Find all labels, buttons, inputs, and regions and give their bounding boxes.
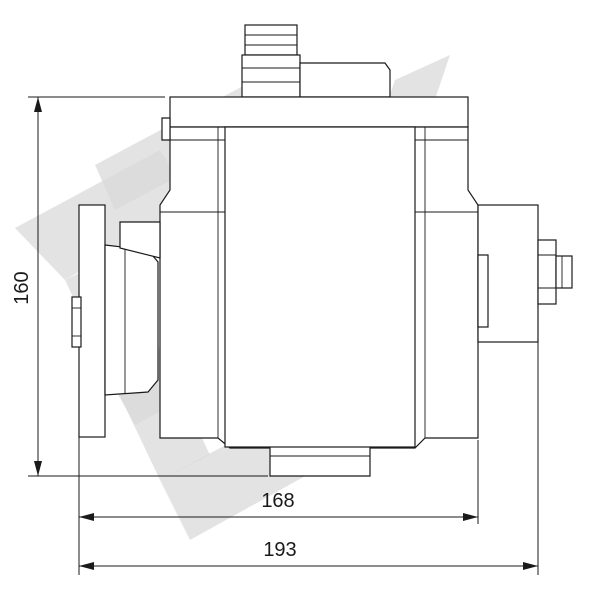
main-body (159, 117, 479, 477)
overall-width-label: 193 (263, 539, 296, 561)
left-flange (71, 204, 161, 438)
inner-width-label: 168 (261, 490, 294, 512)
top-plate (169, 96, 469, 128)
right-housing (477, 204, 573, 343)
top-fitting (241, 24, 391, 98)
height-dimension: 160 (11, 96, 268, 477)
inner-width-dimension: 168 (78, 437, 479, 575)
overall-width-dimension: 193 (79, 342, 539, 575)
height-label: 160 (11, 271, 33, 304)
